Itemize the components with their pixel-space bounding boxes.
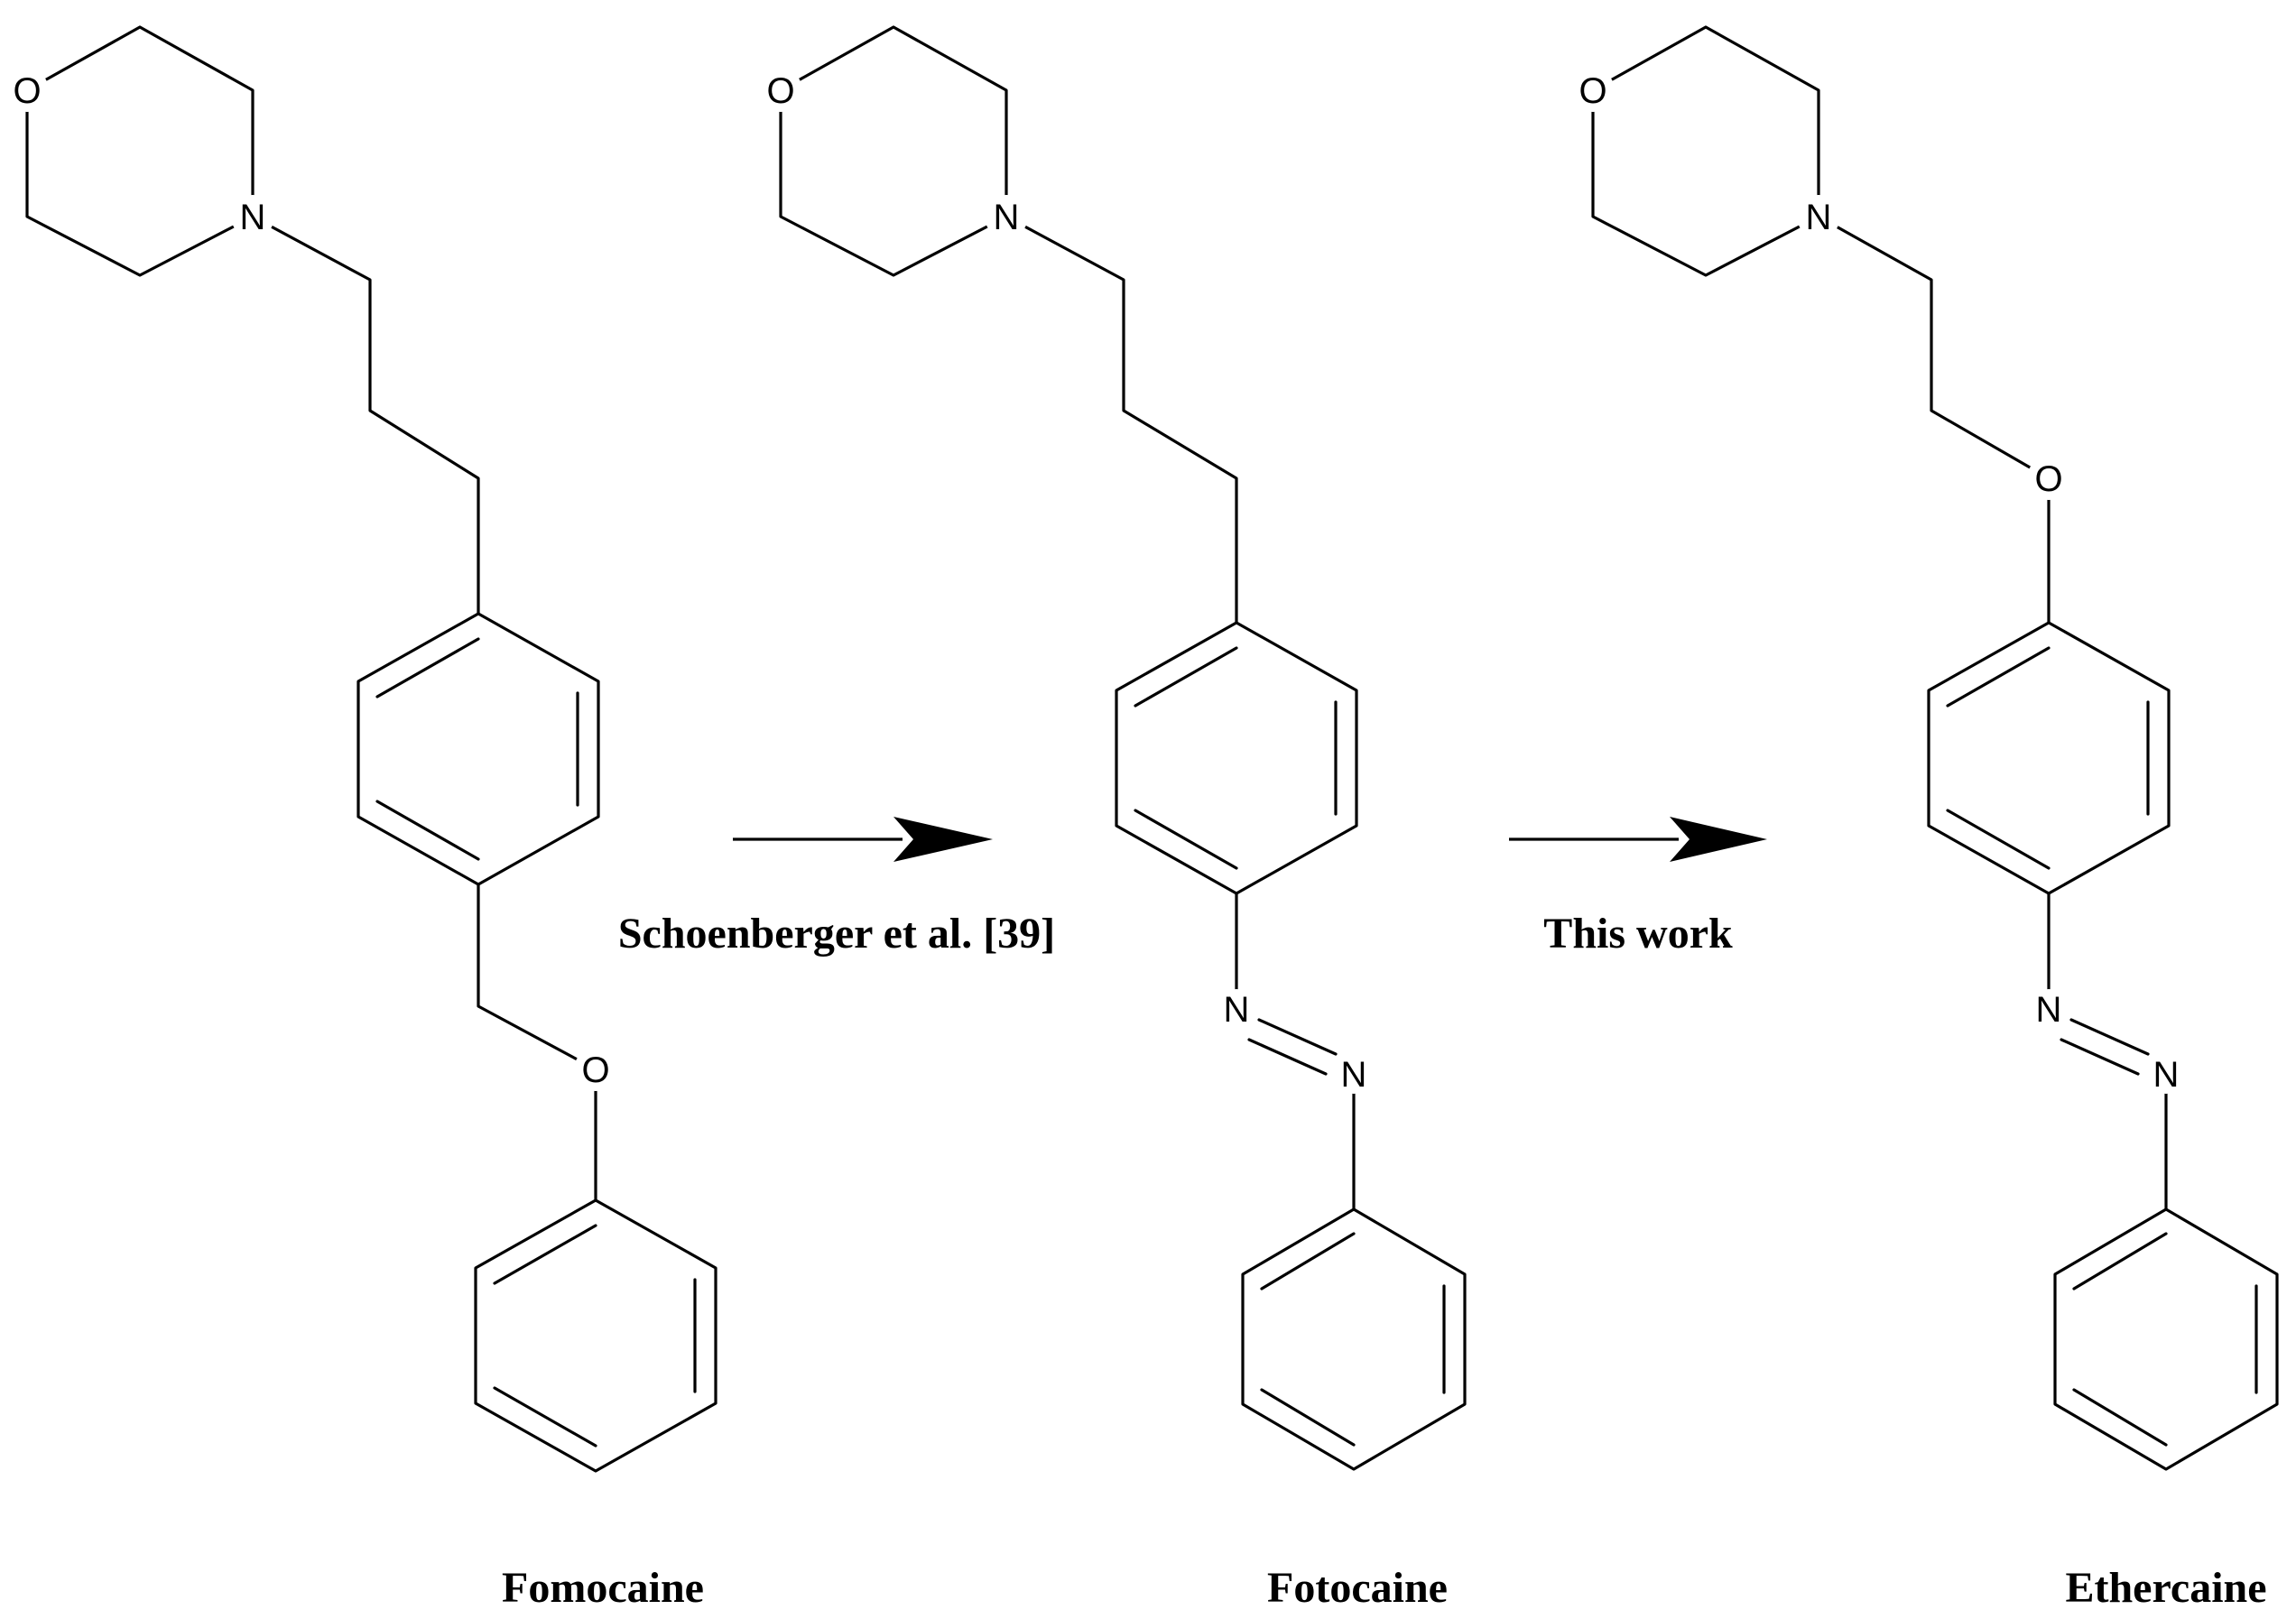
atom-oxygen: O <box>766 71 794 111</box>
double-bond <box>1260 1388 1356 1447</box>
arrow-head <box>1670 817 1767 862</box>
azo-double-bond <box>2060 1038 2140 1076</box>
double-bond <box>2072 1388 2168 1447</box>
atom-nitrogen: N <box>1341 1055 1367 1095</box>
molecule-fotocaine: O N N N Fotocaine <box>759 25 1467 1612</box>
atom-oxygen: O <box>1578 71 1606 111</box>
double-bond <box>1260 1232 1356 1291</box>
benzene-ring <box>1115 621 1358 895</box>
phenyl-ring <box>1241 1207 1467 1471</box>
reaction-arrow-2: This work <box>1509 817 1767 958</box>
double-bond <box>493 1386 597 1448</box>
azo-double-bond <box>2069 1018 2150 1056</box>
atom-oxygen: O <box>13 71 41 111</box>
atom-nitrogen: N <box>2153 1055 2180 1095</box>
morpholine-ring <box>1591 25 1820 277</box>
benzene-ring <box>356 612 600 886</box>
atom-nitrogen: N <box>240 198 266 237</box>
double-bond <box>1946 809 2051 870</box>
morpholine-ring <box>779 25 1008 277</box>
double-bond <box>493 1224 597 1285</box>
morpholine-ring <box>25 25 255 277</box>
double-bond <box>375 800 480 861</box>
atom-oxygen: O <box>581 1050 609 1090</box>
atom-nitrogen: N <box>1224 990 1250 1030</box>
molecule-name: Fotocaine <box>1267 1564 1448 1612</box>
double-bond <box>2072 1232 2168 1291</box>
arrow-head <box>893 817 993 862</box>
double-bond <box>1134 809 1238 870</box>
atom-oxygen: O <box>2034 459 2062 499</box>
propyl-chain <box>1004 215 1238 624</box>
atom-nitrogen: N <box>2036 990 2062 1030</box>
phenyl-ring <box>474 1198 718 1473</box>
molecule-fomocaine: O N O Fomocaine <box>5 25 718 1612</box>
propyl-chain <box>251 215 480 615</box>
benzene-ring <box>1927 621 2171 895</box>
atom-nitrogen: N <box>994 198 1020 237</box>
reaction-arrow-1: Schoenberger et al. [39] <box>618 817 1055 958</box>
ether-linker <box>477 883 597 1202</box>
molecule-name: Fomocaine <box>502 1564 704 1612</box>
double-bond <box>1946 646 2051 708</box>
ethyl-ether-chain <box>1817 215 2051 624</box>
phenyl-ring <box>2053 1207 2279 1471</box>
arrow-label: This work <box>1543 910 1733 958</box>
arrow-label: Schoenberger et al. [39] <box>618 910 1055 958</box>
atom-nitrogen: N <box>1806 198 1832 237</box>
molecule-ethercaine: O N O N N Ethercaine <box>1571 25 2279 1612</box>
azo-double-bond <box>1247 1038 1328 1076</box>
molecule-name: Ethercaine <box>2065 1564 2266 1612</box>
double-bond <box>375 637 480 698</box>
azo-double-bond <box>1257 1018 1338 1056</box>
double-bond <box>1134 646 1238 708</box>
